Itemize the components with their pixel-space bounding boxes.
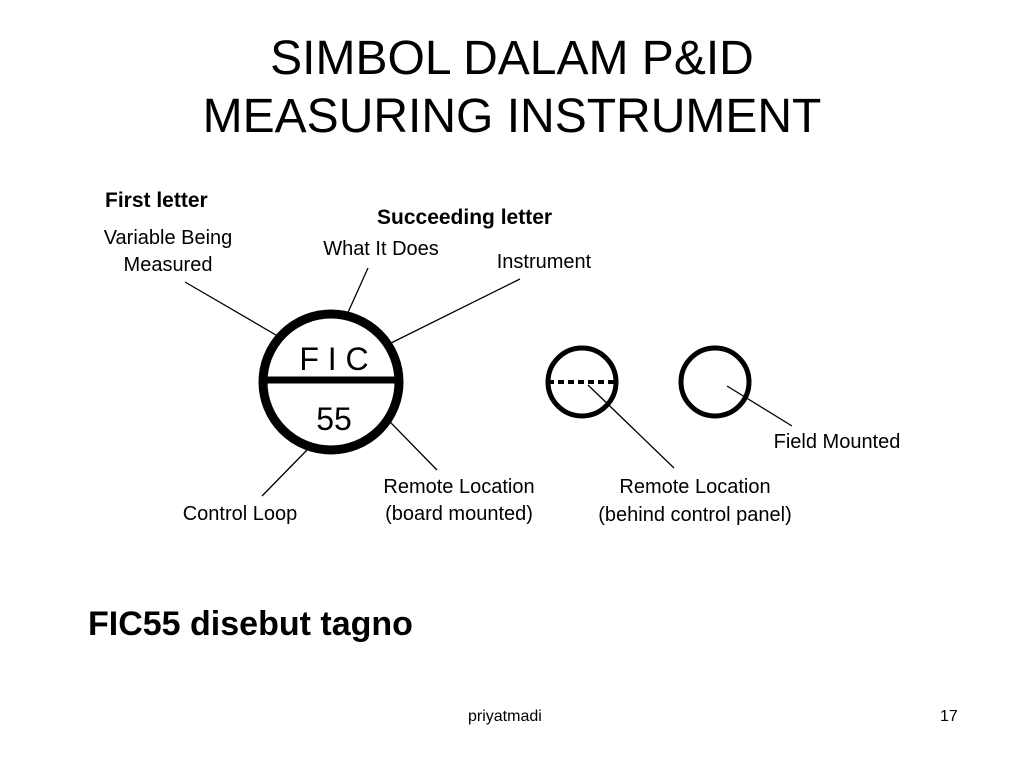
title-line-1: SIMBOL DALAM P&ID [270,32,754,85]
tag-number: 55 [316,401,352,437]
tag-letters: F I C [299,341,368,377]
variable-label-line-1: Variable Being [104,227,233,249]
what-it-does-label: What It Does [323,238,439,260]
page-number: 17 [940,708,958,725]
instrument-label: Instrument [497,251,592,273]
first-letter-label: First letter [105,189,208,212]
leader-control-loop [261,449,308,497]
leader-instrument [382,278,521,348]
leader-field-mounted [726,385,793,427]
board-mounted-instrument-symbol: F I C 55 [258,309,404,455]
slide-title: SIMBOL DALAM P&ID MEASURING INSTRUMENT [0,30,1024,146]
remote-panel-label-line-1: Remote Location [619,476,770,498]
leader-remote-panel [587,384,675,469]
field-mounted-bubble [678,345,752,419]
variable-label-line-2: Measured [124,254,213,276]
remote-panel-label-line-2: (behind control panel) [598,504,791,526]
remote-board-label-line-1: Remote Location [383,476,534,498]
succeeding-letter-label: Succeeding letter [377,206,553,229]
control-loop-label: Control Loop [183,503,298,525]
tagno-caption: FIC55 disebut tagno [88,605,413,643]
title-line-2: MEASURING INSTRUMENT [202,90,822,143]
footer-author: priyatmadi [468,708,542,725]
behind-panel-instrument-symbol [545,345,619,419]
remote-board-label-line-2: (board mounted) [385,503,533,525]
field-mounted-label: Field Mounted [774,431,901,453]
